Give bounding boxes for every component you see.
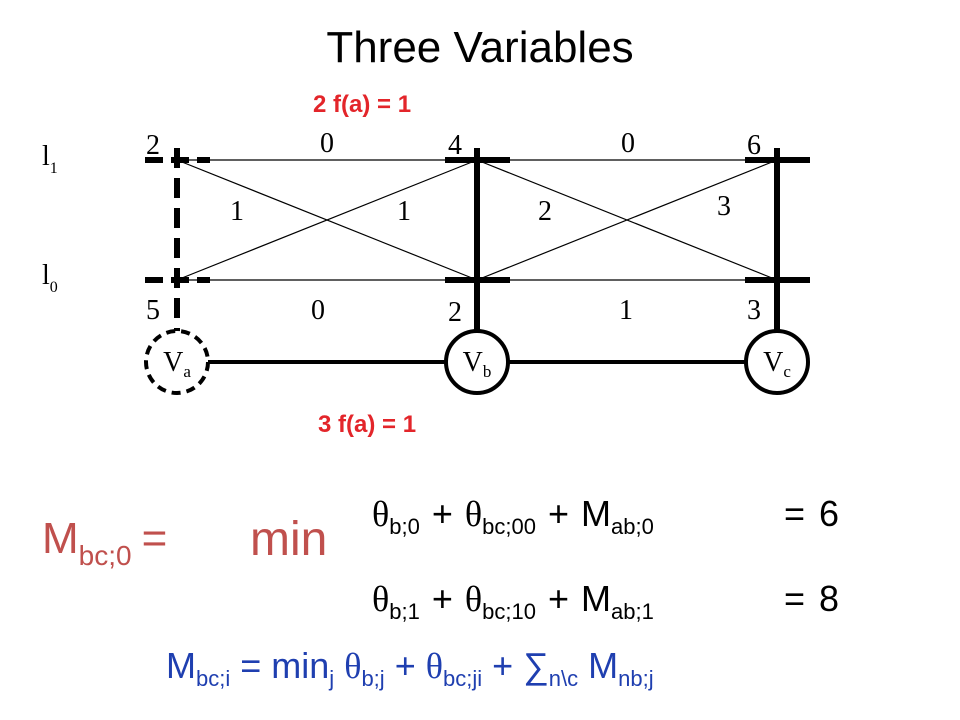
- pairwise-bc-cross-up: 3: [717, 191, 731, 222]
- message-lhs: Mbc;0= min: [42, 513, 327, 571]
- min-operator: min: [250, 513, 327, 566]
- svg-text:Vb: Vb: [463, 347, 492, 381]
- unary-a-l1: 2: [146, 130, 160, 161]
- unary-a-l0: 5: [146, 295, 160, 326]
- svg-text:l0: l0: [42, 260, 58, 296]
- slide-title: Three Variables: [326, 23, 633, 72]
- node-a: Va: [144, 329, 210, 395]
- unary-b-l0: 2: [448, 297, 462, 328]
- edge-ab-cross-up: [176, 159, 478, 281]
- pairwise-bc-cross-down: 2: [538, 196, 552, 227]
- svg-text:Mbc;0=: Mbc;0=: [42, 514, 167, 571]
- pairwise-ab-cross-up: 1: [397, 196, 411, 227]
- annotation-top: 2 f(a) = 1: [313, 91, 411, 118]
- pairwise-bc-bottom: 1: [619, 295, 633, 326]
- pairwise-ab-bottom: 0: [311, 295, 325, 326]
- svg-text:=6: =6: [784, 493, 839, 534]
- pairwise-ab-cross-down: 1: [230, 196, 244, 227]
- annotation-bottom: 3 f(a) = 1: [318, 411, 416, 438]
- svg-text:l1: l1: [42, 141, 58, 177]
- equation-row-1: θb;0+θbc;00+Mab;0 =6: [372, 493, 839, 539]
- svg-text:θb;0+θbc;00+Mab;0: θb;0+θbc;00+Mab;0: [372, 493, 654, 539]
- pairwise-edges: [176, 159, 778, 281]
- equation-row-2: θb;1+θbc;10+Mab;1 =8: [372, 578, 839, 624]
- variable-b-column: [445, 148, 510, 332]
- svg-text:θb;1+θbc;10+Mab;1: θb;1+θbc;10+Mab;1: [372, 578, 654, 624]
- unary-c-l0: 3: [747, 295, 761, 326]
- node-c: Vc: [744, 329, 810, 395]
- svg-text:Vc: Vc: [763, 347, 791, 381]
- label-l1: l1: [42, 141, 58, 177]
- pairwise-ab-top: 0: [320, 128, 334, 159]
- svg-text:Va: Va: [163, 347, 191, 381]
- edge-bc-cross-up: [476, 159, 778, 281]
- unary-b-l1: 4: [448, 130, 462, 161]
- variable-a-column: [145, 148, 210, 332]
- unary-c-l1: 6: [747, 130, 761, 161]
- label-l0: l0: [42, 260, 58, 296]
- variable-c-column: [745, 148, 810, 332]
- svg-text:=8: =8: [784, 578, 839, 619]
- node-b: Vb: [444, 329, 510, 395]
- pairwise-bc-top: 0: [621, 128, 635, 159]
